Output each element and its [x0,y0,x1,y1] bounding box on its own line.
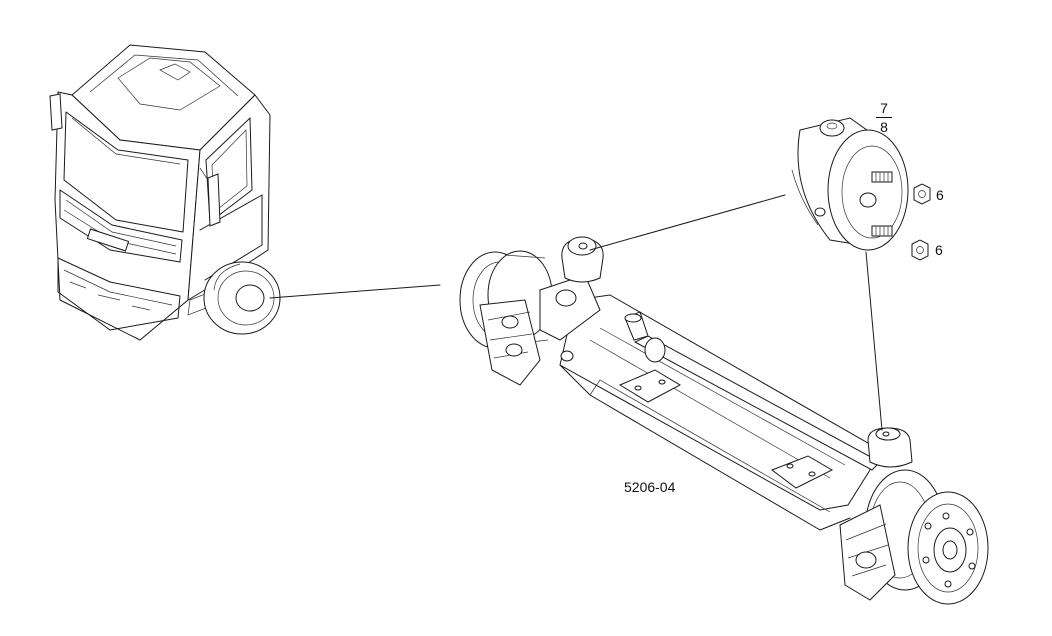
part-callout-6-upper: 6 [936,187,944,203]
nut-lower-shape [911,239,929,261]
front-axle-illustration [459,236,989,605]
leader-line-wheel [269,284,441,299]
brake-chamber-illustration [791,117,931,261]
truck-cab-illustration [49,44,281,341]
callout-numerator: 7 [880,100,888,116]
part-callout-7-8: 7 8 [874,101,894,134]
leader-line-left-chamber [589,194,786,251]
nut-upper-shape [913,183,931,205]
callout-denominator: 8 [880,119,888,135]
part-callout-6-lower: 6 [935,242,943,258]
leader-line-right-chamber [865,251,883,431]
fraction-bar [876,117,892,118]
drawing-code: 5206-04 [624,479,676,495]
